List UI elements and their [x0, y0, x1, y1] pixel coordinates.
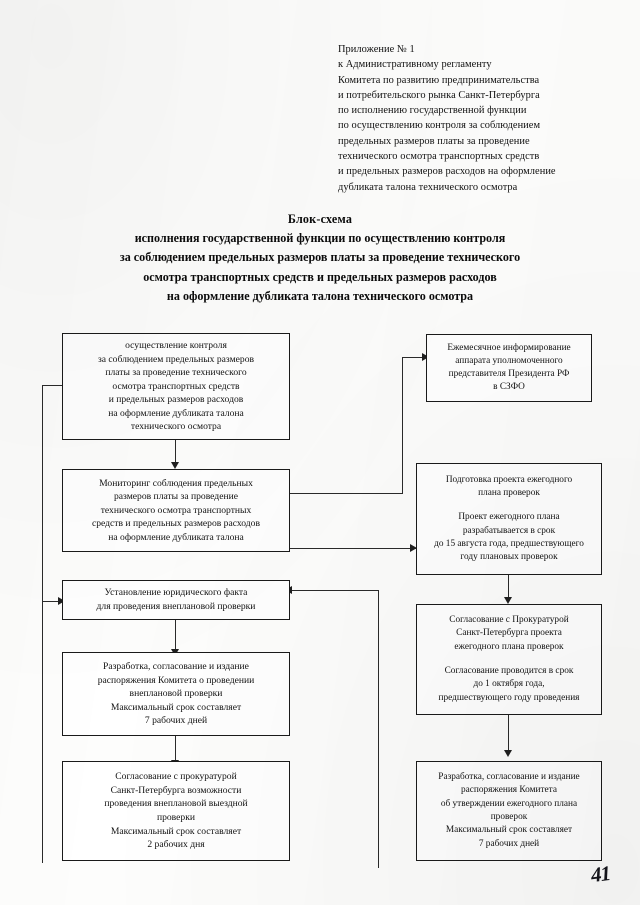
arrow-into-annual-plan-draft: [410, 544, 417, 552]
header-line: Комитета по развитию предпринимательства: [338, 74, 540, 86]
connector-legal-fact-to-order: [175, 620, 176, 651]
flow-node-annual-plan-draft[interactable]: Подготовка проекта ежегодного плана пров…: [416, 463, 602, 575]
connector-control-to-bus: [42, 385, 65, 386]
flow-node-text: Проект ежегодного плана разрабатывается …: [434, 512, 584, 563]
flow-node-text: осуществление контроля за соблюдением пр…: [97, 339, 255, 433]
connector-bus-to-legal-fact: [42, 601, 62, 602]
flow-node-legal-fact[interactable]: Установление юридического факта для пров…: [62, 580, 290, 620]
connector-monitoring-to-annual-plan: [290, 548, 416, 549]
subtitle-line: исполнения государственной функции по ос…: [134, 231, 506, 246]
arrow-into-prosecutor-approval-plan: [504, 597, 512, 604]
arrow-into-annual-plan-order: [504, 750, 512, 757]
flow-node-text: Мониторинг соблюдения предельных размеро…: [91, 477, 261, 543]
connector-plan-draft-to-prosecutor: [508, 575, 509, 599]
connector-riser-to-monthly-info: [402, 357, 403, 494]
connector-prosecutor-to-plan-order: [508, 715, 509, 752]
flow-node-annual-plan-order[interactable]: Разработка, согласование и издание распо…: [416, 761, 602, 861]
header-line: Приложение № 1: [338, 44, 415, 55]
connector-monitoring-to-riser: [290, 493, 403, 494]
header-line: технического осмотра транспортных средст…: [338, 151, 540, 163]
flow-node-text: Разработка, согласование и издание распо…: [97, 661, 255, 727]
flow-node-text: Разработка, согласование и издание распо…: [438, 772, 580, 849]
subtitle-line: за соблюдением предельных размеров платы…: [119, 250, 521, 265]
header-line: по исполнению государственной функции: [338, 105, 527, 117]
flow-node-monthly-info[interactable]: Ежемесячное информирование аппарата упол…: [426, 334, 592, 402]
connector-left-bus-vertical: [42, 385, 43, 602]
flow-node-text: Согласование проводится в срок до 1 октя…: [438, 666, 580, 703]
connector-riser-to-monthly-info-h: [402, 357, 426, 358]
flow-node-prosecutor-approval-plan[interactable]: Согласование с Прокуратурой Санкт-Петерб…: [416, 604, 602, 715]
appendix-header: Приложение № 1 к Административному регла…: [338, 42, 618, 195]
header-line: дубликата талона технического осмотра: [338, 181, 518, 193]
connector-right-bus-to-legal-fact: [290, 590, 379, 591]
flow-node-monitoring[interactable]: Мониторинг соблюдения предельных размеро…: [62, 469, 290, 552]
header-line: и потребительского рынка Санкт-Петербург…: [338, 89, 540, 101]
flow-node-text: Согласование с прокуратурой Санкт-Петерб…: [104, 771, 248, 851]
flow-node-control[interactable]: осуществление контроля за соблюдением пр…: [62, 333, 290, 440]
flow-node-unscheduled-order[interactable]: Разработка, согласование и издание распо…: [62, 652, 290, 736]
flow-node-text: Установление юридического факта для пров…: [96, 587, 256, 612]
connector-order-to-prosecutor-onsite: [175, 736, 176, 762]
connector-right-bus-vertical: [378, 590, 379, 868]
flow-node-text: Согласование с Прокуратурой Санкт-Петерб…: [449, 615, 569, 652]
flow-node-prosecutor-approval-onsite[interactable]: Согласование с прокуратурой Санкт-Петерб…: [62, 761, 290, 861]
page-title: Блок-схема: [287, 212, 353, 226]
header-line: к Административному регламенту: [338, 59, 492, 71]
flow-node-text: Ежемесячное информирование аппарата упол…: [447, 342, 571, 393]
header-line: и предельных размеров расходов на оформл…: [338, 166, 556, 178]
arrow-into-legal-fact-left: [58, 597, 65, 605]
subtitle-line: осмотра транспортных средств и предельны…: [143, 269, 497, 284]
handwritten-page-number: 41: [589, 860, 612, 888]
header-line: по осуществлению контроля за соблюдением: [338, 120, 541, 132]
document-title-block: Блок-схема исполнения государственной фу…: [60, 210, 580, 306]
connector-control-to-monitoring: [175, 440, 176, 464]
arrow-into-monitoring: [171, 462, 179, 469]
header-line: предельных размеров платы за проведение: [338, 135, 530, 147]
subtitle-line: на оформление дубликата талона техническ…: [166, 288, 474, 303]
connector-left-margin-tail: [42, 601, 43, 863]
arrow-into-monthly-info: [422, 353, 429, 361]
flow-node-text: Подготовка проекта ежегодного плана пров…: [445, 474, 573, 498]
